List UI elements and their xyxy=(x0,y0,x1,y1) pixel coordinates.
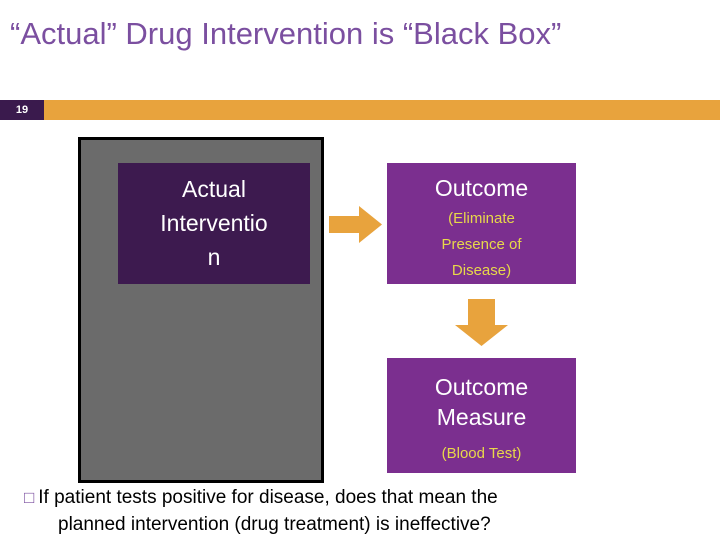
intervention-line-2: Interventio xyxy=(160,210,268,236)
measure-header-1: Outcome xyxy=(434,374,529,400)
bullet-line-2: planned intervention (drug treatment) is… xyxy=(58,514,491,535)
intervention-line-1: Actual xyxy=(182,176,246,202)
outcome-sub-3: Disease) xyxy=(451,262,512,279)
accent-bar xyxy=(0,100,720,120)
outcome-box: Outcome (Eliminate Presence of Disease) xyxy=(387,163,576,284)
arrow-down-icon xyxy=(455,299,508,346)
page-title: “Actual” Drug Intervention is “Black Box… xyxy=(10,16,562,51)
outcome-sub-2: Presence of xyxy=(441,236,522,253)
bullet-line-1: If patient tests positive for disease, d… xyxy=(38,487,498,508)
outcome-header: Outcome xyxy=(434,175,529,201)
measure-sub: (Blood Test) xyxy=(441,445,522,462)
outcome-measure-box: Outcome Measure (Blood Test) xyxy=(387,358,576,473)
arrow-right-icon xyxy=(329,206,382,243)
outcome-sub-1: (Eliminate xyxy=(448,210,515,227)
intervention-line-3: n xyxy=(207,244,221,270)
bullet-text: □If patient tests positive for disease, … xyxy=(24,484,704,538)
intervention-box: Actual Interventio n xyxy=(118,163,310,284)
slide-number: 19 xyxy=(0,100,44,120)
bullet-marker-icon: □ xyxy=(24,488,35,507)
measure-header-2: Measure xyxy=(436,404,527,430)
